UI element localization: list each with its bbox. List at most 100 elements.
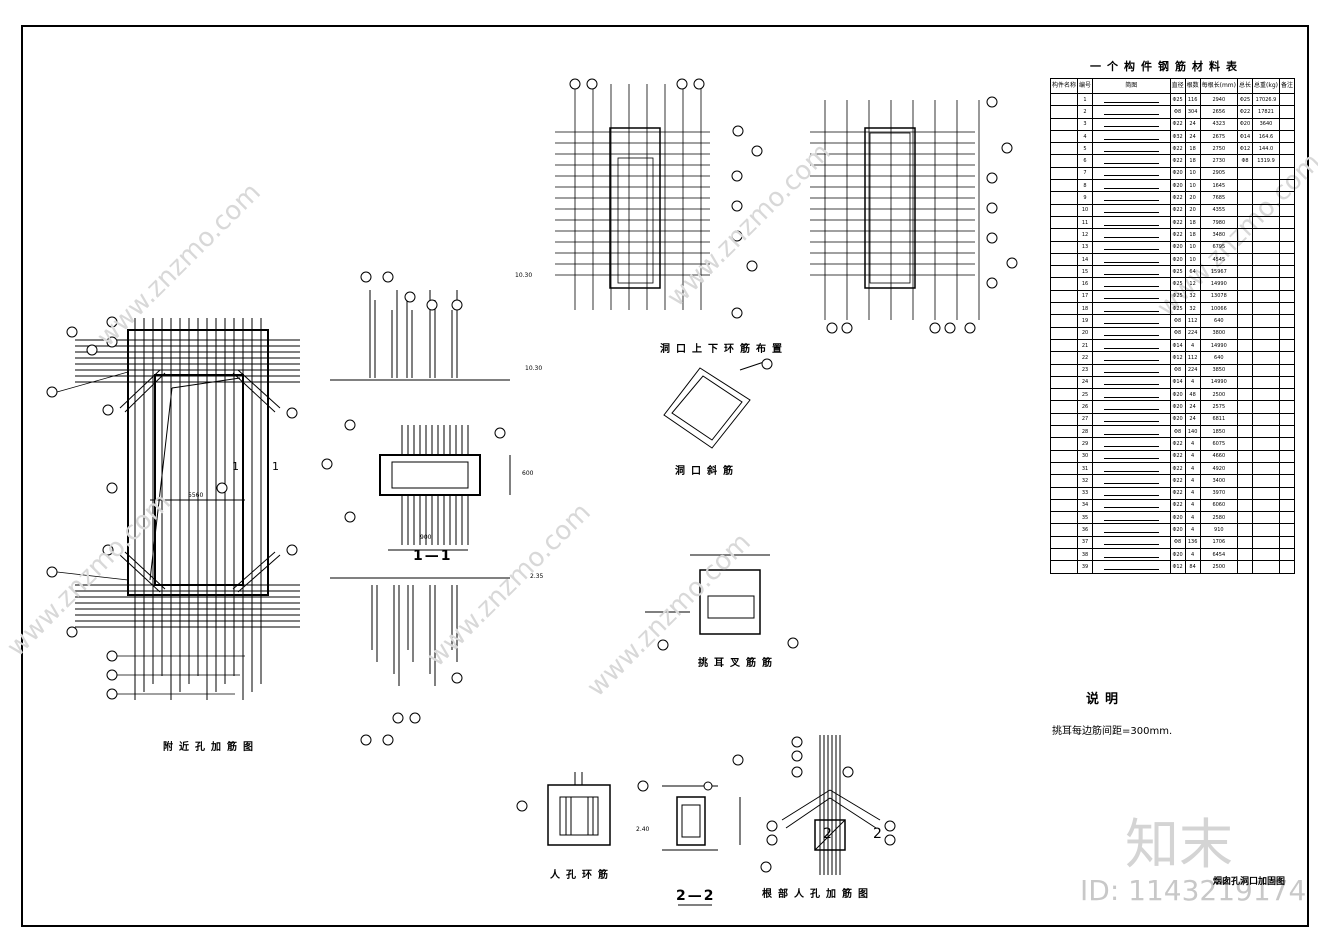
table-cell	[1236, 498, 1254, 513]
table-cell: Φ22	[1169, 486, 1186, 500]
table-cell: Φ20	[1169, 511, 1186, 525]
th-no: 编号	[1077, 78, 1094, 94]
table-cell	[1092, 511, 1171, 525]
table-cell: 17821	[1252, 105, 1280, 119]
table-cell	[1049, 302, 1079, 316]
table-cell	[1278, 314, 1296, 328]
table-cell	[1252, 351, 1280, 365]
table-cell	[1049, 498, 1079, 513]
table-cell	[1278, 547, 1296, 562]
table-cell: Φ25	[1169, 302, 1186, 316]
table-cell	[1236, 215, 1254, 230]
table-cell	[1252, 265, 1280, 279]
table-cell: 304	[1184, 105, 1201, 119]
table-cell	[1278, 523, 1296, 537]
table-cell	[1278, 326, 1296, 340]
th-count: 根数	[1184, 78, 1201, 94]
table-cell	[1236, 560, 1254, 574]
table-cell: 224	[1184, 326, 1201, 340]
table-cell: 30	[1077, 449, 1094, 463]
table-cell: 27	[1077, 412, 1094, 427]
table-cell: 21	[1077, 338, 1094, 353]
table-cell	[1252, 179, 1280, 193]
table-cell: 7980	[1199, 215, 1239, 230]
table-cell	[1092, 105, 1171, 119]
table-cell: Φ22	[1169, 191, 1186, 205]
table-cell	[1049, 400, 1079, 414]
table-cell	[1049, 191, 1079, 205]
table-cell	[1236, 289, 1254, 304]
th-total: 总长	[1236, 78, 1254, 94]
hole-diagonal-bar-detail	[663, 358, 773, 449]
table-cell	[1278, 289, 1296, 304]
table-cell	[1236, 523, 1254, 537]
table-cell	[1236, 388, 1254, 402]
table-cell: 8	[1077, 179, 1094, 193]
table-cell	[1236, 166, 1254, 181]
table-cell	[1049, 228, 1079, 242]
table-cell: 25	[1077, 388, 1094, 402]
table-cell: Φ32	[1169, 129, 1186, 144]
table-cell: 32	[1184, 289, 1201, 304]
table-cell: Φ8	[1169, 535, 1186, 549]
table-cell: Φ22	[1169, 203, 1186, 217]
table-cell	[1092, 400, 1171, 414]
table-cell: 4	[1184, 437, 1201, 451]
table-cell	[1278, 302, 1296, 316]
table-cell: Φ20	[1169, 179, 1186, 193]
table-cell	[1252, 498, 1280, 513]
table-cell	[1252, 338, 1280, 353]
table-cell	[1252, 277, 1280, 291]
table-cell: 112	[1184, 314, 1201, 328]
table-cell	[1049, 129, 1079, 144]
table-cell: 20	[1077, 326, 1094, 340]
table-cell: Φ8	[1169, 326, 1186, 340]
table-cell: 3480	[1199, 228, 1239, 242]
table-cell	[1236, 338, 1254, 353]
table-cell: 144.0	[1252, 142, 1280, 156]
table-cell	[1049, 547, 1079, 562]
table-cell	[1278, 154, 1296, 168]
table-cell: 6	[1077, 154, 1094, 168]
table-cell	[1252, 437, 1280, 451]
lifting-ear-detail	[645, 554, 799, 651]
table-cell	[1092, 461, 1171, 476]
table-cell: Φ22	[1169, 449, 1186, 463]
table-cell	[1252, 400, 1280, 414]
table-cell	[1092, 117, 1171, 131]
table-cell	[1278, 461, 1296, 476]
table-cell: 6454	[1199, 547, 1239, 562]
table-cell	[1092, 166, 1171, 181]
table-cell: 29	[1077, 437, 1094, 451]
table-cell	[1252, 240, 1280, 254]
table-cell	[1252, 486, 1280, 500]
table-cell: Φ8	[1169, 314, 1186, 328]
table-cell: 10	[1184, 166, 1201, 181]
table-cell	[1049, 154, 1079, 168]
table-cell: 4	[1184, 511, 1201, 525]
table-cell	[1092, 437, 1171, 451]
elev-240: 2.40	[636, 826, 650, 833]
th-note: 备注	[1278, 78, 1296, 94]
table-cell	[1278, 117, 1296, 131]
table-cell	[1252, 363, 1280, 377]
table-cell: 4920	[1199, 461, 1239, 476]
table-cell	[1049, 265, 1079, 279]
table-cell	[1092, 375, 1171, 390]
table-cell: 164.6	[1252, 129, 1280, 144]
table-cell	[1092, 92, 1171, 107]
table-cell	[1092, 412, 1171, 427]
table-cell	[1049, 523, 1079, 537]
table-cell: 2675	[1199, 129, 1239, 144]
table-cell: 20	[1184, 203, 1201, 217]
